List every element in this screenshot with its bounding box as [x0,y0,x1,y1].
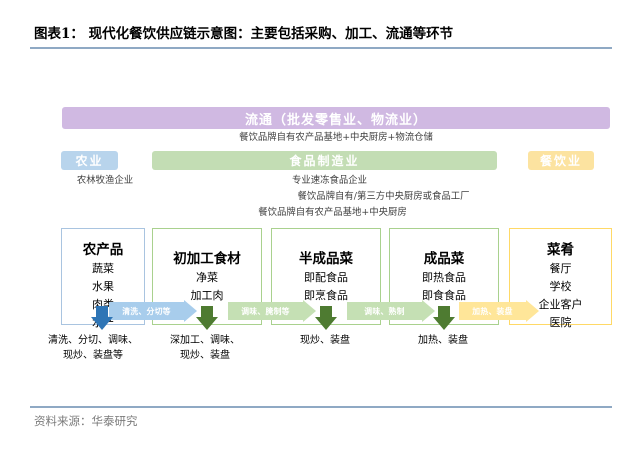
process-arrow-body: 调味、熟制 [347,302,422,320]
title-divider [30,47,612,49]
stage-item: 即热食品 [422,271,466,284]
bottom-caption-produce: 清洗、分切、调味、 现炒、装盘等 [34,333,152,363]
process-arrow-tip [184,299,197,322]
stage-item: 医院 [549,316,572,329]
process-arrow-body: 清洗、分切等 [109,302,184,320]
stage-title: 初加工食材 [173,251,241,267]
span-arrow-label: 餐饮品牌自有/第三方中央厨房或食品工厂 [293,191,474,202]
down-arrow-produce [91,306,113,330]
industry-header-catering-label: 餐饮业 [539,154,582,168]
stage-item: 水果 [92,280,114,293]
span-arrow-frozen-food-firms: 专业速冻食品企业 [157,172,502,186]
span-arrow-label: 餐饮品牌自有农产品基地+中央厨房+物流仓储 [235,132,437,143]
process-arrow-label: 调味、熟制 [364,306,405,316]
down-arrow-head [196,317,218,330]
down-arrow-head [315,317,337,330]
bottom-caption-line: 深加工、调味、 [170,335,240,346]
stage-title: 半成品菜 [299,251,353,267]
stage-item: 即配食品 [304,271,348,284]
bottom-caption-line: 现炒、装盘 [300,335,350,346]
down-arrow-shaft [438,306,450,318]
stage-box-dishes: 菜肴 餐厅 学校 企业客户 医院 [509,228,612,329]
span-arrow-label-wrap: 专业速冻食品企业 [157,172,502,186]
process-arrow-tip [422,299,435,322]
stage-item: 学校 [549,280,572,293]
industry-header-catering: 餐饮业 [528,151,594,170]
span-arrow-own-base-kitchen: 餐饮品牌自有农产品基地+中央厨房 [55,204,610,218]
down-arrow-primary-processed [196,306,218,330]
span-arrow-label-wrap: 餐饮品牌自有农产品基地+中央厨房 [55,204,610,218]
process-arrow-body: 加热、装盘 [459,302,526,320]
stage-item: 即烹食品 [304,289,348,302]
bottom-caption-line: 现炒、装盘 [180,350,230,361]
stage-title: 农产品 [82,242,124,258]
span-arrow-central-kitchen: 餐饮品牌自有/第三方中央厨房或食品工厂 [157,188,610,202]
span-arrow-agriculture-firms: 农林牧渔企业 [55,172,155,186]
stage-title: 成品菜 [423,251,465,267]
process-arrow-tip [303,299,316,322]
stage-item: 净菜 [196,271,218,284]
process-arrow-label: 调味、腌制等 [241,306,290,316]
bottom-caption-semi-finished: 现炒、装盘 [270,333,380,348]
industry-header-food-manufacturing: 食品制造业 [152,151,497,170]
process-arrow-label: 加热、装盘 [472,306,513,316]
span-arrow-label: 专业速冻食品企业 [287,175,371,186]
process-arrow-wash-cut: 清洗、分切等 [109,299,197,322]
down-arrow-shaft [201,306,213,318]
bottom-caption-line: 清洗、分切、调味、 [48,335,138,346]
span-arrow-label-wrap: 餐饮品牌自有农产品基地+中央厨房+物流仓储 [62,129,610,143]
bottom-caption-line: 加热、装盘 [418,335,468,346]
process-arrow-season-cook: 调味、熟制 [347,299,435,322]
process-arrow-tip [526,299,539,322]
span-arrow-label-wrap: 餐饮品牌自有/第三方中央厨房或食品工厂 [157,188,610,202]
industry-header-food-manufacturing-label: 食品制造业 [289,154,360,168]
span-arrow-label-wrap: 农林牧渔企业 [55,172,155,186]
down-arrow-semi-finished [315,306,337,330]
stage-item: 加工肉 [190,289,224,302]
span-arrow-distribution: 餐饮品牌自有农产品基地+中央厨房+物流仓储 [62,129,610,143]
distribution-banner: 流通（批发零售业、物流业） [62,107,610,129]
down-arrow-head [91,317,113,330]
stage-title: 菜肴 [547,242,574,258]
bottom-caption-finished: 加热、装盘 [388,333,498,348]
process-arrow-label: 清洗、分切等 [122,306,171,316]
stage-item: 蔬菜 [92,262,114,275]
down-arrow-shaft [320,306,332,318]
process-arrow-body: 调味、腌制等 [228,302,303,320]
stage-item: 餐厅 [549,262,572,275]
page-title: 图表1： 现代化餐饮供应链示意图：主要包括采购、加工、流通等环节 [34,26,454,42]
down-arrow-head [433,317,455,330]
industry-header-agriculture-label: 农业 [75,154,104,168]
down-arrow-finished [433,306,455,330]
industry-header-agriculture: 农业 [61,151,118,170]
span-arrow-label: 餐饮品牌自有农产品基地+中央厨房 [254,207,411,218]
bottom-caption-primary-processed: 深加工、调味、 现炒、装盘 [150,333,260,363]
stage-item: 即食食品 [422,289,466,302]
bottom-caption-line: 现炒、装盘等 [63,350,123,361]
source-note: 资料来源：华泰研究 [34,414,138,428]
process-arrow-heat-plate: 加热、装盘 [459,299,539,322]
span-arrow-label: 农林牧渔企业 [72,175,138,186]
footer-divider [30,406,612,408]
distribution-banner-label: 流通（批发零售业、物流业） [244,112,427,128]
down-arrow-shaft [96,306,108,318]
stage-item: 企业客户 [538,298,583,311]
process-arrow-season-marinate: 调味、腌制等 [228,299,316,322]
